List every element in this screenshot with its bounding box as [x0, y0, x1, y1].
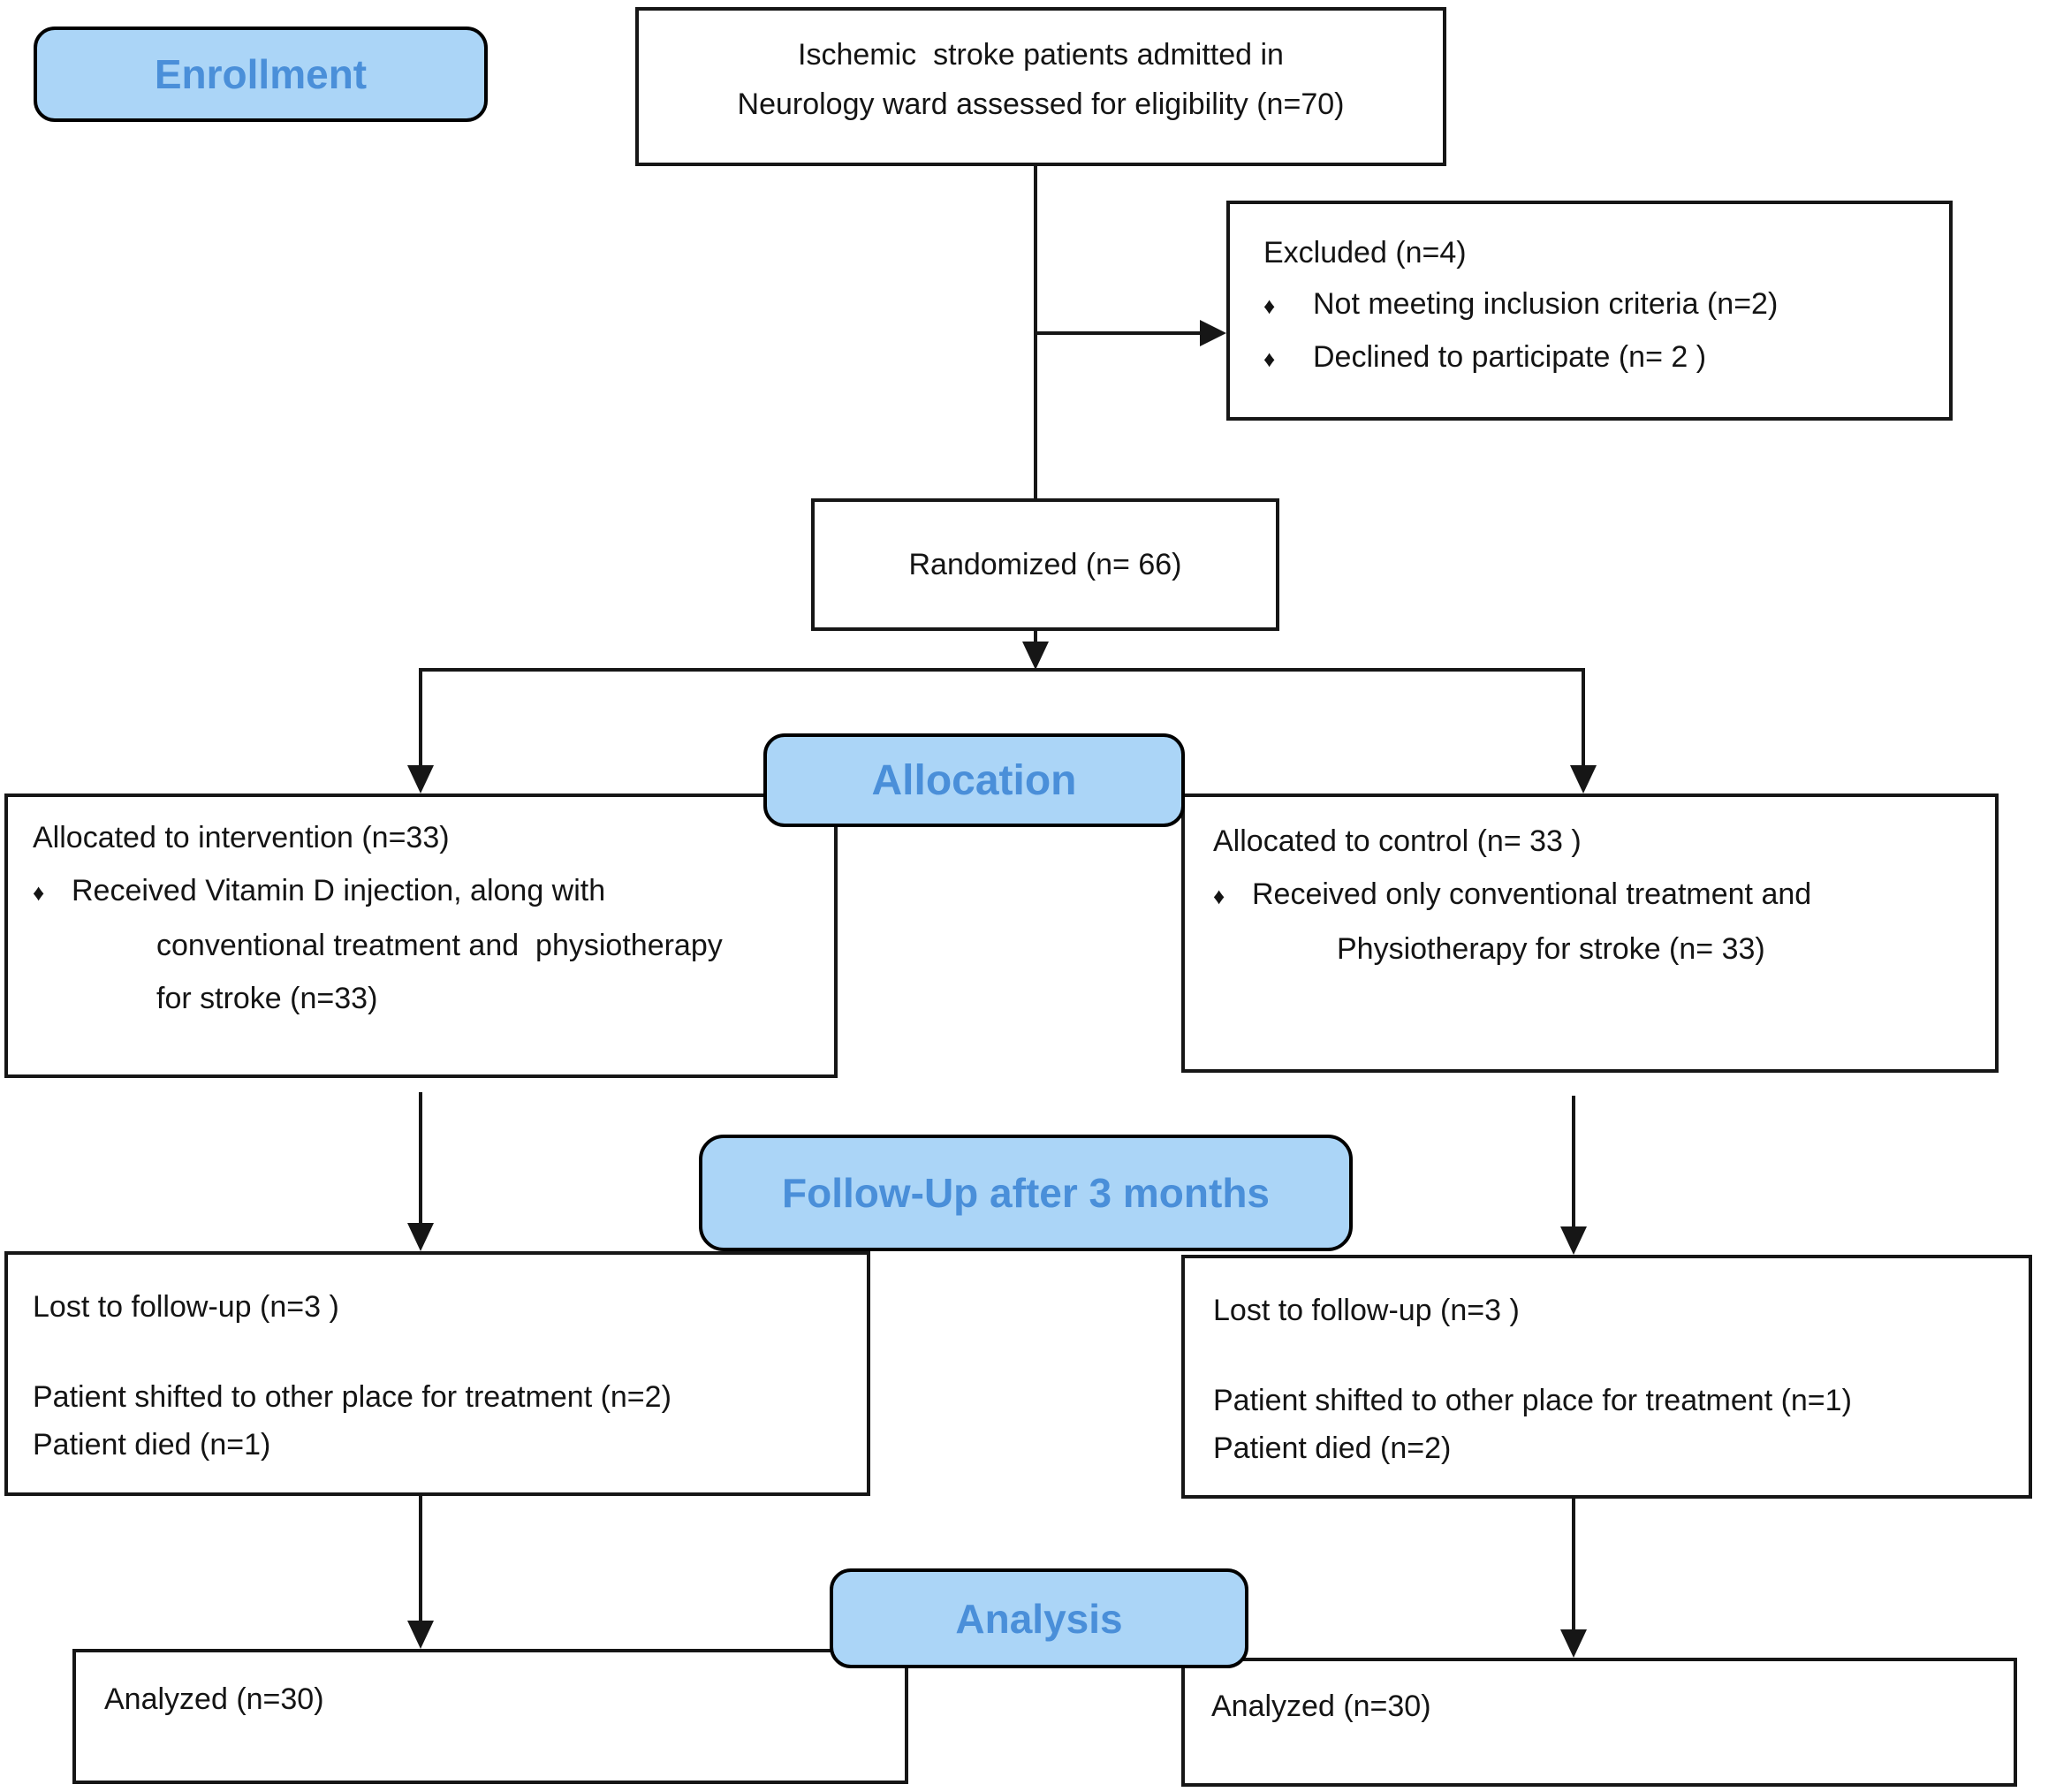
analysis-badge-label: Analysis	[955, 1595, 1123, 1642]
alloc-right-title: Allocated to control (n= 33 )	[1213, 824, 1582, 858]
alloc-right-bullet-text: Received only conventional treatment and	[1252, 877, 1812, 911]
fu-right-line-1: Lost to follow-up (n=3 )	[1213, 1294, 1520, 1327]
connector-to-excluded	[1036, 331, 1203, 335]
excluded-bullet-2-text: Declined to participate (n= 2 )	[1313, 340, 1707, 374]
excluded-bullet-1-text: Not meeting inclusion criteria (n=2)	[1313, 287, 1779, 321]
enrollment-badge: Enrollment	[34, 27, 488, 122]
connector-alloc-followup-left	[419, 1092, 422, 1226]
diamond-bullet-icon: ♦	[1213, 883, 1225, 909]
analyzed-left-text: Analyzed (n=30)	[104, 1682, 324, 1716]
analyzed-control-box: Analyzed (n=30)	[1181, 1658, 2017, 1787]
arrowhead-analysis-left	[407, 1621, 434, 1649]
alloc-left-bullet-text: Received Vitamin D injection, along with	[72, 874, 606, 907]
diamond-bullet-icon: ♦	[1263, 292, 1276, 319]
arrowhead-followup-right	[1560, 1226, 1587, 1255]
excluded-title: Excluded (n=4)	[1263, 236, 1467, 270]
allocation-control-box: Allocated to control (n= 33 ) ♦ Received…	[1181, 793, 1999, 1073]
followup-control-box: Lost to follow-up (n=3 ) Patient shifted…	[1181, 1255, 2032, 1499]
allocation-badge-label: Allocation	[871, 756, 1077, 804]
arrowhead-allocation-left	[407, 765, 434, 793]
randomized-text: Randomized (n= 66)	[908, 548, 1182, 581]
branch-line	[421, 668, 1585, 672]
diamond-bullet-icon: ♦	[33, 879, 45, 906]
alloc-left-bullet: ♦ Received Vitamin D injection, along wi…	[33, 864, 834, 919]
arrowhead-analysis-right	[1560, 1629, 1587, 1658]
allocation-badge: Allocation	[763, 733, 1185, 827]
alloc-left-cont-1: conventional treatment and physiotherapy	[156, 929, 723, 962]
analyzed-intervention-box: Analyzed (n=30)	[72, 1649, 908, 1784]
fu-left-line-1: Lost to follow-up (n=3 )	[33, 1290, 339, 1324]
eligibility-box: Ischemic stroke patients admitted in Neu…	[635, 7, 1446, 166]
connector-followup-analysis-left	[419, 1494, 422, 1622]
eligibility-line-2: Neurology ward assessed for eligibility …	[737, 87, 1345, 121]
enrollment-badge-label: Enrollment	[154, 51, 368, 97]
allocation-intervention-box: Allocated to intervention (n=33) ♦ Recei…	[4, 793, 838, 1078]
excluded-bullet-2: ♦ Declined to participate (n= 2 )	[1263, 331, 1949, 384]
alloc-right-bullet: ♦ Received only conventional treatment a…	[1213, 868, 1995, 923]
arrowhead-branch	[1022, 642, 1049, 670]
connector-branch-left	[419, 668, 422, 767]
alloc-left-title: Allocated to intervention (n=33)	[33, 821, 450, 854]
followup-intervention-box: Lost to follow-up (n=3 ) Patient shifted…	[4, 1251, 870, 1496]
analysis-badge: Analysis	[830, 1568, 1248, 1668]
eligibility-line-1: Ischemic stroke patients admitted in	[798, 38, 1284, 72]
alloc-right-cont-1: Physiotherapy for stroke (n= 33)	[1337, 932, 1765, 966]
fu-left-line-2: Patient shifted to other place for treat…	[33, 1380, 671, 1414]
fu-right-line-3: Patient died (n=2)	[1213, 1431, 1452, 1465]
arrowhead-followup-left	[407, 1223, 434, 1251]
followup-badge: Follow-Up after 3 months	[699, 1135, 1353, 1251]
connector-randomized-branch	[1034, 631, 1037, 645]
diamond-bullet-icon: ♦	[1263, 345, 1276, 372]
excluded-box: Excluded (n=4) ♦ Not meeting inclusion c…	[1226, 201, 1953, 421]
analyzed-right-text: Analyzed (n=30)	[1211, 1689, 1431, 1723]
randomized-box: Randomized (n= 66)	[811, 498, 1279, 631]
arrowhead-allocation-right	[1570, 765, 1597, 793]
connector-alloc-followup-right	[1572, 1096, 1575, 1226]
arrowhead-excluded	[1200, 320, 1226, 346]
connector-followup-analysis-right	[1572, 1497, 1575, 1631]
followup-badge-label: Follow-Up after 3 months	[782, 1170, 1270, 1216]
fu-left-line-3: Patient died (n=1)	[33, 1428, 271, 1462]
fu-right-line-2: Patient shifted to other place for treat…	[1213, 1384, 1852, 1417]
alloc-left-cont-2: for stroke (n=33)	[156, 982, 378, 1015]
connector-branch-right	[1582, 668, 1585, 767]
excluded-bullet-1: ♦ Not meeting inclusion criteria (n=2)	[1263, 278, 1949, 331]
